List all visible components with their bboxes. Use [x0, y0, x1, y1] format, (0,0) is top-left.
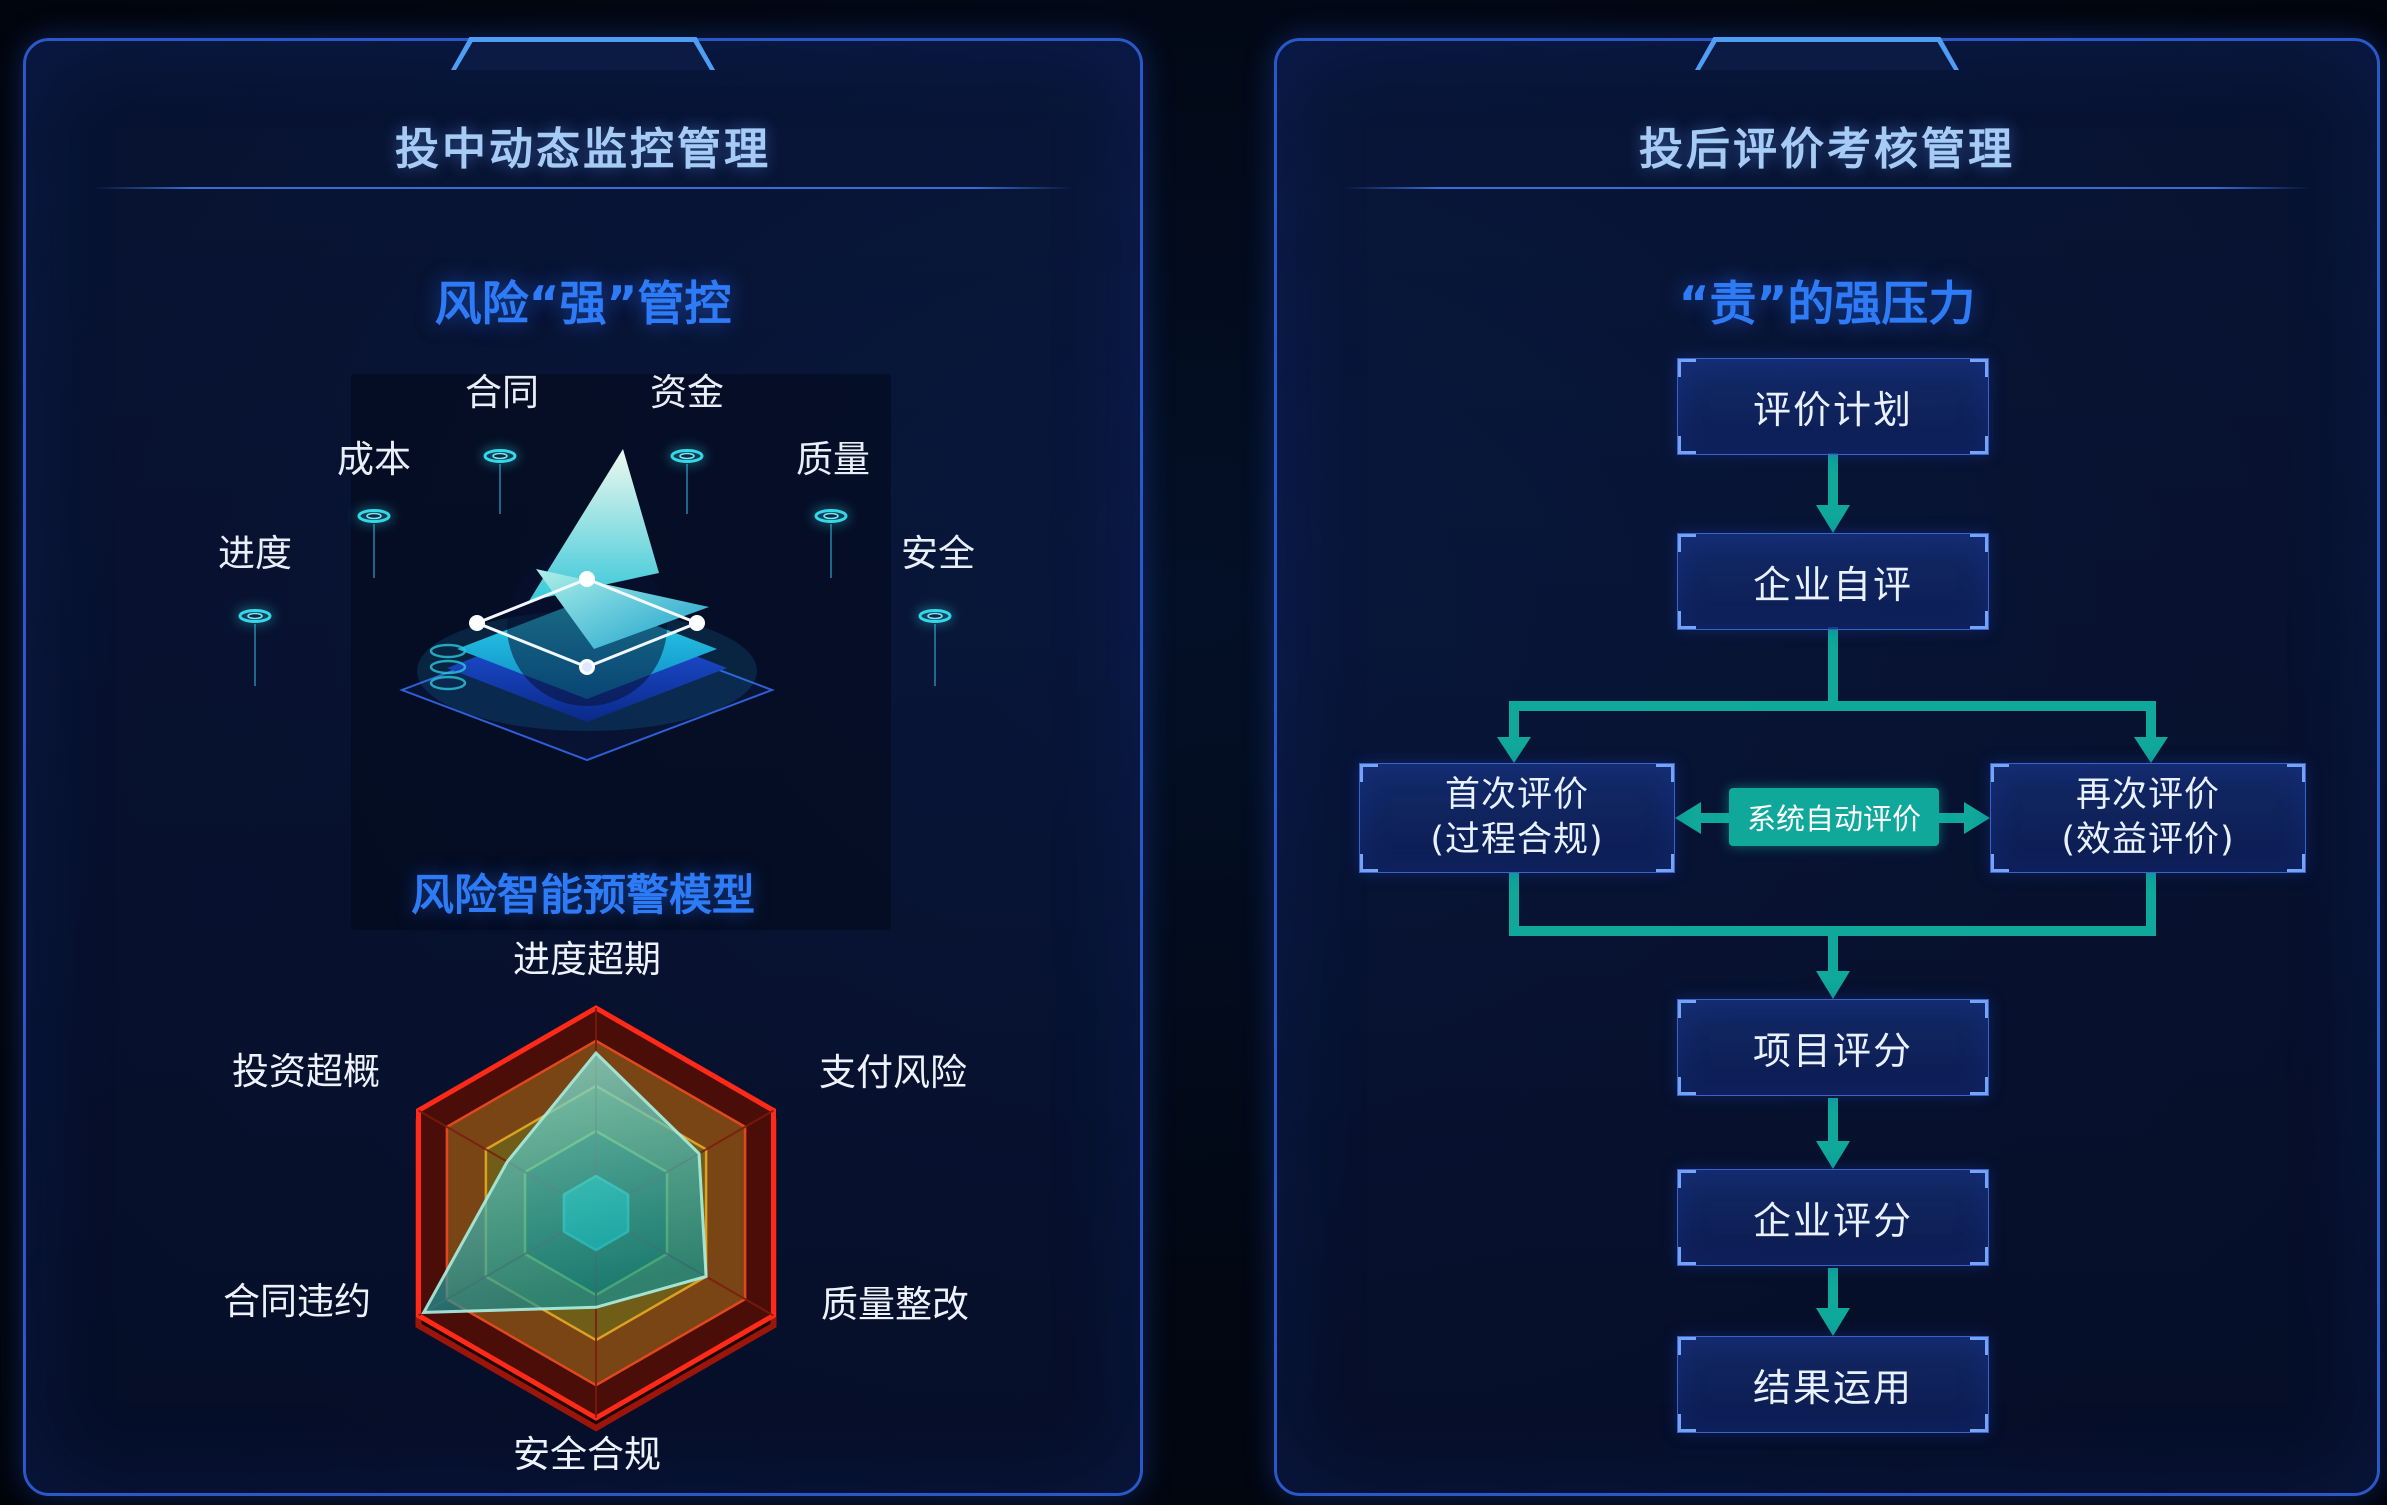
node-ring-icon	[238, 609, 272, 686]
autoeval-double-arrow	[1675, 802, 1990, 834]
flow-box-second-eval: 再次评价 (效益评价)	[1990, 763, 2306, 873]
wireframe-diamond	[469, 571, 705, 675]
flow-box-first-eval: 首次评价 (过程合规)	[1359, 763, 1675, 873]
radar-axis-label: 安全合规	[513, 1433, 661, 1476]
right-panel-subtitle: “责”的强压力	[1678, 277, 1976, 332]
flow-box-sublabel: (效益评价)	[2061, 820, 2235, 860]
node-ring-icon	[357, 509, 391, 578]
panel-top-notch-icon	[451, 37, 715, 70]
risk-factor-label: 成本	[337, 438, 411, 481]
risk-factor-label: 质量	[796, 438, 870, 481]
node-ring-icon	[918, 609, 952, 686]
flow-box-plan: 评价计划	[1677, 358, 1989, 455]
radar-axis-label: 合同违约	[223, 1280, 371, 1323]
arrow-company-to-result	[1816, 1268, 1850, 1336]
flow-box-project-score: 项目评分	[1677, 999, 1989, 1096]
arrow-plan-to-selfeval	[1816, 453, 1850, 533]
node-ring-icon	[483, 449, 517, 514]
flow-box-company-score: 企业评分	[1677, 1169, 1989, 1266]
flow-box-label: 企业评分	[1752, 1199, 1913, 1243]
flow-box-label: 首次评价	[1444, 774, 1589, 815]
left-panel-subtitle: 风险“强”管控	[434, 277, 732, 332]
flow-box-label: 评价计划	[1752, 388, 1913, 432]
branch-connector	[1497, 627, 2168, 763]
coil-rings-icon	[429, 643, 467, 691]
risk-radar-chart	[415, 1005, 777, 1432]
node-ring-icon	[814, 509, 848, 578]
flow-box-sublabel: (过程合规)	[1430, 820, 1604, 860]
right-panel-title: 投后评价考核管理	[1639, 124, 2015, 175]
flow-box-label: 结果运用	[1752, 1366, 1913, 1410]
merge-connector	[1509, 873, 2156, 999]
radar-chart-title: 风险智能预警模型	[411, 871, 755, 921]
risk-factor-label: 合同	[465, 371, 539, 414]
radar-axis-label: 质量整改	[821, 1283, 969, 1326]
risk-factor-label: 资金	[650, 371, 724, 414]
radar-axis-label: 支付风险	[819, 1051, 967, 1094]
right-panel: 投后评价考核管理 “责”的强压力	[1274, 37, 2380, 1496]
flow-connectors	[1497, 453, 2168, 1336]
pill-label: 系统自动评价	[1746, 802, 1921, 836]
title-divider	[92, 187, 1074, 189]
arrow-project-to-company	[1816, 1098, 1850, 1169]
flow-box-label: 再次评价	[2075, 774, 2220, 815]
node-ring-icon	[670, 449, 704, 514]
radar-axis-label: 投资超概	[232, 1050, 380, 1093]
isometric-risk-illustration	[238, 449, 952, 762]
title-divider	[1343, 187, 2311, 189]
flow-box-self-eval: 企业自评	[1677, 533, 1989, 630]
risk-factor-label: 安全	[901, 532, 975, 575]
sail-shapes-icon	[529, 449, 709, 649]
left-panel-title: 投中动态监控管理	[395, 124, 771, 175]
flow-box-label: 项目评分	[1752, 1029, 1913, 1073]
risk-factor-label: 进度	[218, 532, 292, 575]
radar-axis-label: 进度超期	[513, 938, 661, 981]
panel-top-notch-icon	[1695, 37, 1959, 70]
flow-box-result-use: 结果运用	[1677, 1336, 1989, 1433]
left-panel: 投中动态监控管理 风险“强”管控	[23, 37, 1143, 1496]
auto-eval-pill: 系统自动评价	[1729, 788, 1939, 846]
flow-box-label: 企业自评	[1752, 563, 1913, 607]
